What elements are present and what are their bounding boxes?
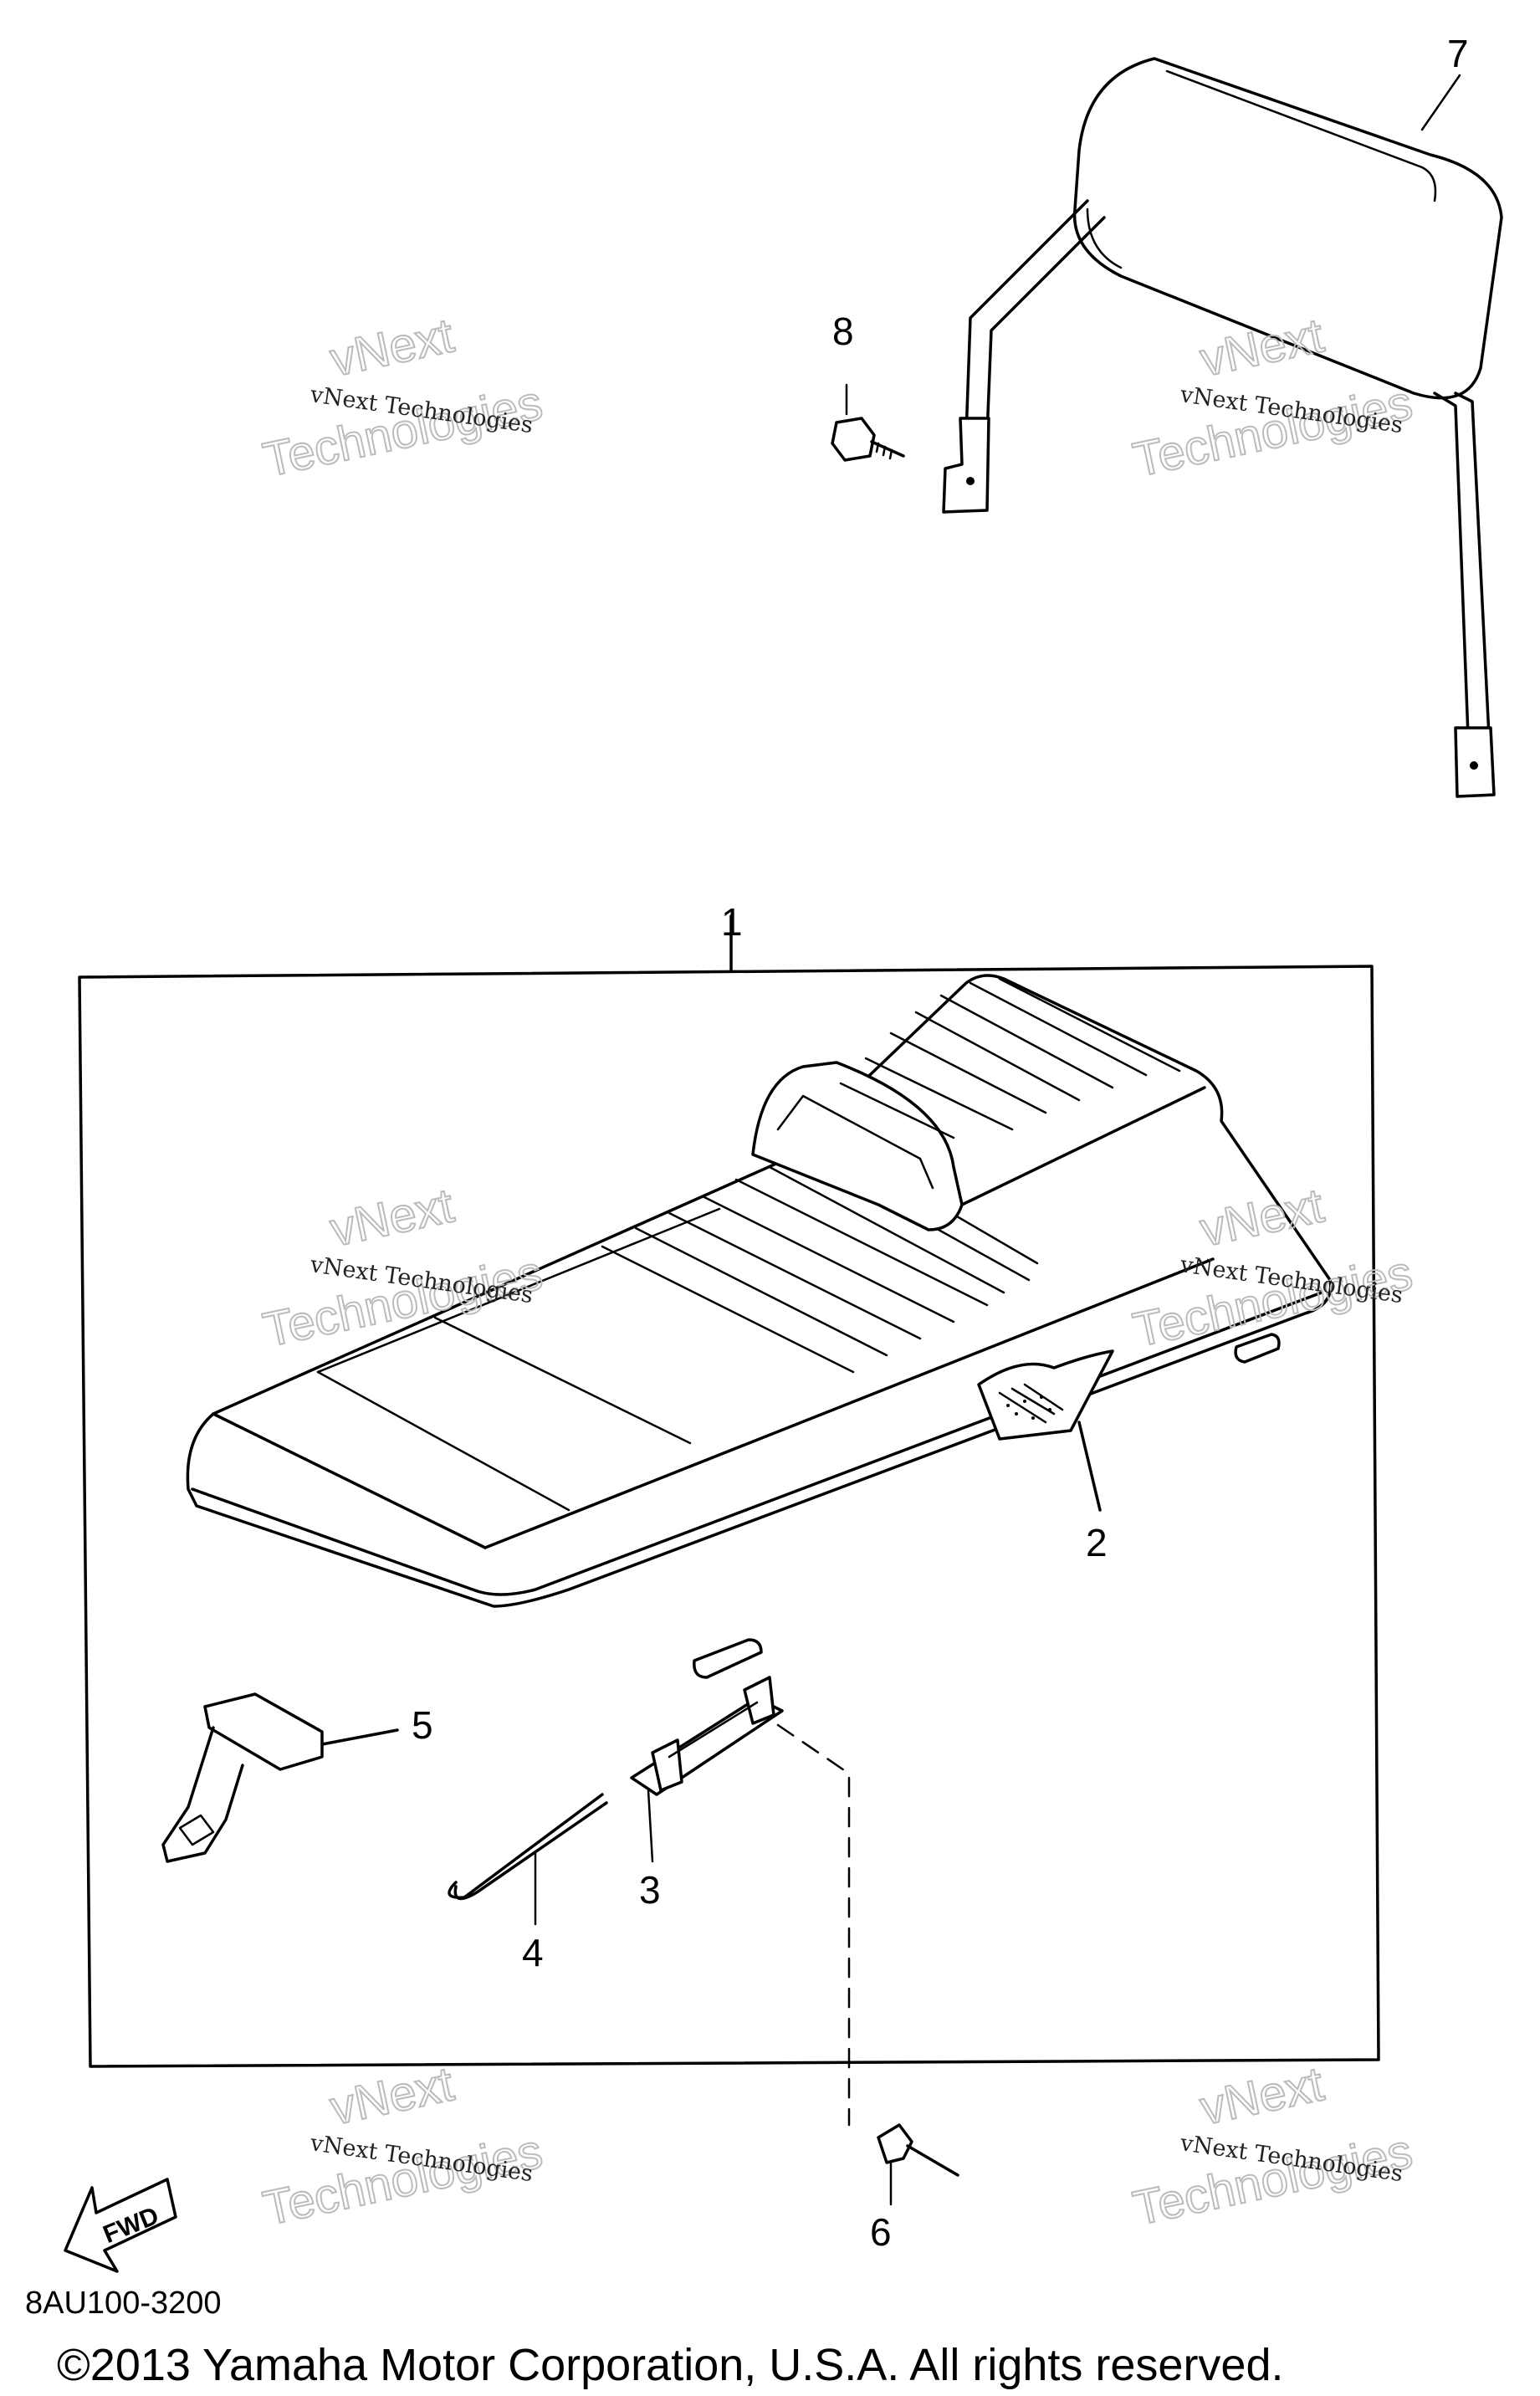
bracket-part-5[interactable]: [161, 1692, 399, 1863]
callout-2: 2: [1086, 1521, 1108, 1564]
watermark-5: vNext Technologies vNext Technologies: [258, 2056, 548, 2236]
callout-7: 7: [1447, 32, 1469, 75]
screw-part-6[interactable]: [877, 2123, 959, 2206]
callout-5: 5: [412, 1703, 433, 1747]
callout-4: 4: [522, 1931, 544, 1974]
svg-text:vNext: vNext: [325, 308, 458, 387]
watermark-6: vNext Technologies vNext Technologies: [1128, 2056, 1418, 2236]
copyright-text: ©2013 Yamaha Motor Corporation, U.S.A. A…: [57, 2340, 1284, 2390]
diagram-code: 8AU100-3200: [25, 2286, 222, 2321]
callout-8: 8: [832, 310, 854, 353]
backrest-part-7[interactable]: [942, 57, 1503, 798]
svg-text:vNext: vNext: [325, 1178, 458, 1257]
assembly-box: [78, 965, 1380, 2068]
svg-text:vNext: vNext: [1195, 308, 1328, 387]
callout-6: 6: [870, 2210, 892, 2254]
callout-1: 1: [721, 900, 743, 944]
callout-3: 3: [639, 1868, 661, 1912]
dashed-leader-6: [776, 1723, 851, 2127]
svg-text:vNext: vNext: [325, 2056, 458, 2135]
svg-text:vNext: vNext: [1195, 2056, 1328, 2135]
watermark-1: vNext Technologies vNext Technologies: [258, 307, 548, 488]
rod-part-4[interactable]: [448, 1793, 608, 1926]
seat-part-1[interactable]: [186, 974, 1333, 1679]
leader-7: [1420, 74, 1461, 131]
leader-2: [1077, 1421, 1102, 1512]
bolt-part-8[interactable]: [831, 383, 905, 462]
latch-part-3[interactable]: [630, 1676, 784, 1863]
fwd-arrow-icon: FWD: [64, 2178, 177, 2273]
